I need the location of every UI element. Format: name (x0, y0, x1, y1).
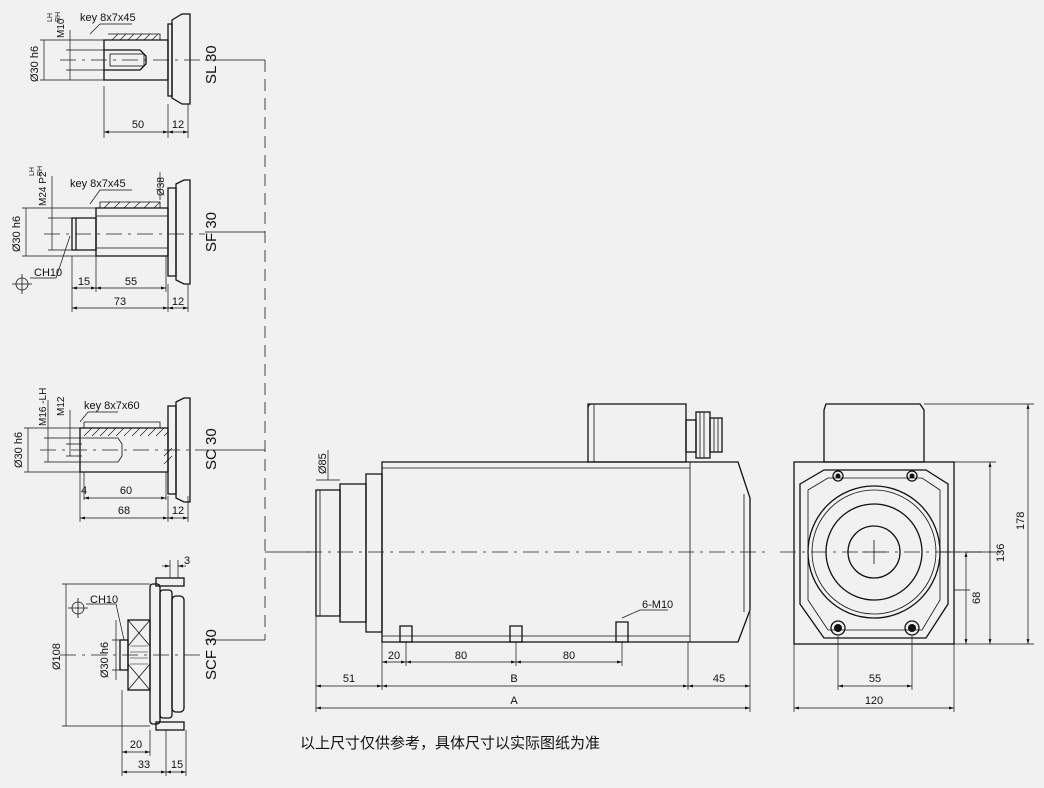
shaft-view-sf: 15 55 73 12 key 8x7x45 Ø38 M24 P2 LH RH … (11, 166, 220, 312)
scf-dim-3: 3 (184, 555, 190, 567)
side-diameter: Ø85 (317, 453, 329, 474)
thread-note: 6-M10 (642, 599, 673, 611)
scf-view-label: SCF 30 (203, 629, 220, 680)
sf-dim-12: 12 (172, 296, 184, 308)
sf-view-label: SF 30 (203, 212, 220, 252)
sl-dim-12: 12 (172, 119, 184, 131)
sc-thread-2: M12 (56, 396, 67, 416)
side-dim-a: A (510, 695, 518, 707)
scf-dim-15: 15 (171, 759, 183, 771)
sf-thread-rh: RH (37, 166, 44, 176)
scf-dim-33: 33 (138, 759, 150, 771)
sl-diameter: Ø30 h6 (29, 46, 41, 82)
sl-thread: M10 (56, 18, 67, 38)
side-dim-20: 20 (388, 650, 400, 662)
sf-chamfer-label: CH10 (34, 267, 62, 279)
scf-outer-diameter: Ø108 (51, 643, 63, 670)
sc-view-label: SC 30 (203, 428, 220, 470)
sf-collar: Ø38 (156, 177, 167, 196)
sf-dim-73: 73 (114, 296, 126, 308)
shaft-view-sc: 4 60 68 12 key 8x7x60 M16 -LH M12 Ø30 h6… (13, 388, 220, 522)
sf-dim-15: 15 (78, 276, 90, 288)
sc-key-label: key 8x7x60 (84, 400, 140, 412)
side-dim-45: 45 (713, 673, 725, 685)
sl-key-label: key 8x7x45 (80, 12, 136, 24)
sf-chamfer-symbol (12, 235, 71, 294)
side-dim-b: B (510, 673, 517, 685)
sc-dim-12: 12 (172, 505, 184, 517)
sf-thread: M24 P2 (38, 171, 49, 206)
motor-side-view: 6-M10 Ø85 20 80 80 51 B 45 A (306, 403, 770, 712)
sc-dim-68: 68 (118, 505, 130, 517)
sl-thread-rh: RH (55, 12, 62, 22)
sc-dim-60: 60 (120, 485, 132, 497)
scf-chamfer-symbol (68, 598, 125, 641)
scf-diameter: Ø30 h6 (99, 642, 111, 678)
sf-key-label: key 8x7x45 (70, 178, 126, 190)
scf-dim-20: 20 (130, 739, 142, 751)
side-dim-80b: 80 (563, 650, 575, 662)
side-dim-80a: 80 (455, 650, 467, 662)
sl-view-label: SL 30 (203, 45, 220, 84)
variant-connector-lines (205, 59, 310, 641)
scf-chamfer-label: CH10 (90, 594, 118, 606)
motor-front-view: 178 136 68 55 120 (780, 403, 1034, 712)
sl-thread-lh: LH (47, 13, 54, 22)
shaft-view-sl: 50 12 key 8x7x45 M10 LH RH Ø30 h6 SL 30 (29, 12, 220, 138)
sf-dim-55: 55 (125, 276, 137, 288)
sc-thread: M16 -LH (38, 388, 49, 426)
sl-dim-50: 50 (132, 119, 144, 131)
cable-gland (685, 411, 723, 459)
front-dim-68: 68 (971, 592, 983, 604)
side-dim-51: 51 (343, 673, 355, 685)
shaft-view-scf: 3 20 33 15 CH10 Ø108 Ø30 h6 SCF 30 (51, 555, 220, 776)
footer-note: 以上尺寸仅供参考，具体尺寸以实际图纸为准 (300, 734, 600, 752)
sf-diameter: Ø30 h6 (11, 216, 23, 252)
front-dim-136: 136 (995, 544, 1007, 562)
sf-thread-lh: LH (29, 167, 36, 176)
front-dim-178: 178 (1015, 512, 1027, 530)
front-dim-120: 120 (865, 695, 883, 707)
mounting-holes (399, 621, 629, 643)
sc-dim-4: 4 (81, 485, 87, 497)
sc-diameter: Ø30 h6 (13, 432, 25, 468)
front-dim-55: 55 (869, 673, 881, 685)
front-bolts (830, 470, 920, 636)
